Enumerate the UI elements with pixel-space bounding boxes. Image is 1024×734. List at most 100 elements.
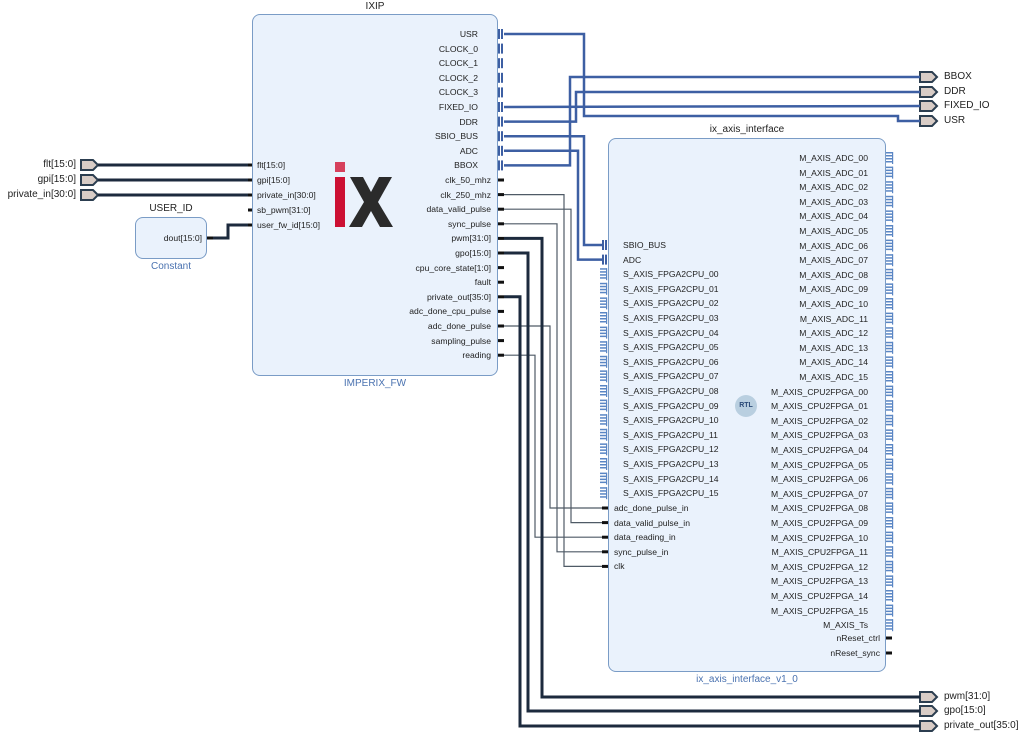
ixip-bus-sbio-bus[interactable] [498,131,500,142]
axis-bus-m-axis-adc-03[interactable] [886,195,894,208]
wire-fixed-io[interactable] [503,104,921,109]
ext-in-port-flt[interactable] [80,159,100,171]
axis-input-data-valid-pulse-in-stub[interactable] [602,521,608,525]
axis-bus-m-axis-cpu2fpga-11[interactable] [886,546,894,559]
ixip-output-gpo-stub[interactable] [498,251,504,255]
ext-in-port-gpi[interactable] [80,174,100,186]
axis-bus-m-axis-cpu2fpga-10[interactable] [886,531,894,544]
user-id-block[interactable] [135,217,207,259]
axis-output-nreset-ctrl-stub[interactable] [886,636,892,640]
axis-input-clk-stub[interactable] [602,564,608,568]
axis-bus-m-axis-cpu2fpga-12[interactable] [886,560,894,573]
axis-bus-s-axis-fpga2cpu-04[interactable] [600,326,608,339]
axis-bus-m-axis-adc-01[interactable] [886,166,894,179]
axis-bus-m-axis-cpu2fpga-09[interactable] [886,517,894,529]
ixip-input-user-fw-id-stub[interactable] [248,223,253,227]
axis-bus-m-axis-adc-08[interactable] [886,268,894,281]
axis-bus-s-axis-fpga2cpu-06[interactable] [600,355,608,368]
axis-bus-m-axis-cpu2fpga-01[interactable] [886,400,894,413]
axis-bus-m-axis-adc-06[interactable] [886,239,894,252]
ext-bus-port-usr[interactable] [919,115,939,127]
axis-bus-s-axis-fpga2cpu-01[interactable] [600,282,608,295]
user-id-dout-stub[interactable] [207,236,213,240]
ixip-bus-clock-1[interactable] [498,58,500,69]
axis-output-nreset-sync-stub[interactable] [886,651,892,655]
ixip-input-gpi-stub[interactable] [248,178,253,182]
axis-input-data-reading-in-stub[interactable] [602,535,608,539]
ixip-output-sampling-pulse-stub[interactable] [498,339,504,343]
wire-sync-pulse[interactable] [504,223,602,553]
ext-out-port-gpo[interactable] [919,705,939,717]
ixip-bus-fixed-io[interactable] [498,102,500,112]
axis-bus-m-axis-cpu2fpga-07[interactable] [886,487,894,500]
axis-bus-s-axis-fpga2cpu-07[interactable] [600,370,608,383]
ixip-output-adc-done-pulse-stub[interactable] [498,324,504,328]
wire-pwm[interactable] [504,236,920,699]
axis-bus-m-axis-adc-11[interactable] [886,312,894,325]
ixip-output-adc-done-cpu-pulse-stub[interactable] [498,309,504,313]
axis-bus-m-axis-cpu2fpga-08[interactable] [886,502,894,515]
axis-bus-m-axis-adc-15[interactable] [886,371,894,383]
axis-bus-s-axis-fpga2cpu-13[interactable] [600,458,608,470]
axis-bus-m-axis-adc-07[interactable] [886,254,894,267]
ixip-bus-ddr[interactable] [498,116,500,127]
ixip-bus-usr[interactable] [498,29,500,39]
ixip-output-sync-pulse-stub[interactable] [498,222,504,226]
axis-bus-s-axis-fpga2cpu-03[interactable] [600,312,608,324]
wire-data-valid-pulse[interactable] [504,208,602,524]
axis-bus-adc[interactable] [602,254,604,265]
wire-sbio-bus[interactable] [504,134,602,247]
ixip-bus-adc[interactable] [498,145,500,156]
axis-bus-s-axis-fpga2cpu-10[interactable] [600,414,608,427]
wire-user-fw-id[interactable] [213,223,248,240]
axis-bus-s-axis-fpga2cpu-08[interactable] [600,385,608,397]
axis-bus-m-axis-cpu2fpga-13[interactable] [886,575,894,588]
ixip-output-pwm-stub[interactable] [498,236,504,240]
axis-bus-m-axis-cpu2fpga-00[interactable] [886,385,894,398]
axis-input-sync-pulse-in-stub[interactable] [602,550,608,554]
wire-private-out[interactable] [504,295,920,728]
ixip-output-private-out-stub[interactable] [498,295,504,299]
axis-bus-s-axis-fpga2cpu-12[interactable] [600,443,608,456]
axis-bus-m-axis-cpu2fpga-02[interactable] [886,414,894,427]
ixip-bus-bbox[interactable] [498,160,500,171]
ixip-input-flt-stub[interactable] [248,163,253,167]
wire-adc[interactable] [504,149,602,261]
ext-in-port-private-in[interactable] [80,189,100,201]
wire-ddr[interactable] [504,90,920,123]
axis-bus-m-axis-cpu2fpga-05[interactable] [886,458,894,471]
axis-bus-s-axis-fpga2cpu-05[interactable] [600,341,608,354]
ixip-bus-clock-3[interactable] [498,87,500,98]
ixip-bus-clock-0[interactable] [498,43,500,54]
wire-usr[interactable] [504,32,920,123]
wire-gpo[interactable] [504,251,920,713]
axis-bus-s-axis-fpga2cpu-15[interactable] [600,487,608,500]
ext-bus-port-bbox[interactable] [919,71,939,83]
axis-bus-m-axis-cpu2fpga-15[interactable] [886,604,894,617]
wire-clk[interactable] [504,194,602,568]
axis-bus-s-axis-fpga2cpu-09[interactable] [600,399,608,412]
axis-bus-s-axis-fpga2cpu-00[interactable] [600,268,608,281]
ixip-input-private-in-stub[interactable] [248,193,253,197]
axis-bus-sbio-bus[interactable] [602,240,604,250]
ixip-output-cpu-core-state-stub[interactable] [498,266,504,270]
axis-bus-m-axis-ts[interactable] [886,619,894,632]
axis-bus-m-axis-cpu2fpga-03[interactable] [886,429,894,442]
axis-bus-m-axis-cpu2fpga-04[interactable] [886,444,894,456]
axis-bus-m-axis-adc-09[interactable] [886,283,894,296]
axis-bus-m-axis-adc-05[interactable] [886,225,894,237]
axis-bus-s-axis-fpga2cpu-11[interactable] [600,428,608,441]
ext-bus-port-fixed-io[interactable] [919,100,939,112]
ixip-output-clk-50-mhz-stub[interactable] [498,178,504,182]
axis-bus-s-axis-fpga2cpu-02[interactable] [600,297,608,310]
axis-bus-m-axis-adc-04[interactable] [886,210,894,223]
axis-bus-m-axis-adc-14[interactable] [886,356,894,369]
ixip-output-data-valid-pulse-stub[interactable] [498,207,504,211]
ixip-output-clk-250-mhz-stub[interactable] [498,193,504,197]
axis-bus-m-axis-cpu2fpga-14[interactable] [886,590,894,602]
axis-bus-m-axis-adc-00[interactable] [886,152,894,164]
ext-out-port-pwm[interactable] [919,691,939,703]
axis-bus-s-axis-fpga2cpu-14[interactable] [600,472,608,485]
axis-bus-m-axis-adc-13[interactable] [886,341,894,354]
axis-input-adc-done-pulse-in-stub[interactable] [602,506,608,510]
